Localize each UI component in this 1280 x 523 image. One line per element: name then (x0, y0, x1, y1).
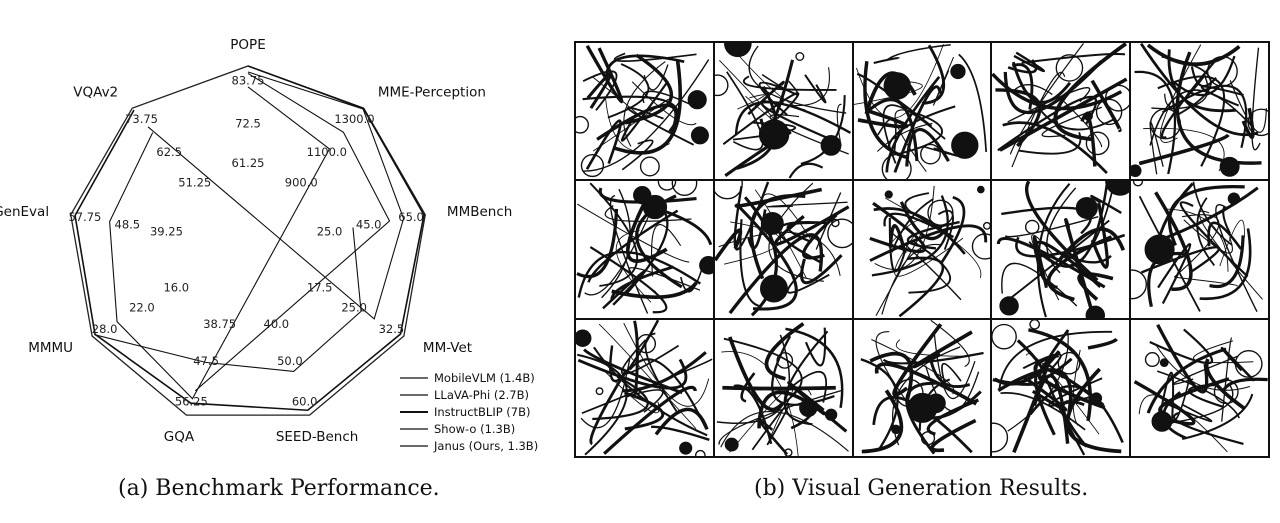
tick-label: 65.0 (398, 210, 424, 224)
series-line (109, 86, 331, 400)
radar-tick-labels: 83.75 1300.0 1100.0 900.0 65.0 45.0 25.0 32.5 25… (68, 73, 423, 408)
tick-label: 62.5 (156, 145, 182, 159)
generated-image-astronaut-portrait (714, 181, 852, 318)
axis-label: GQA (164, 429, 195, 445)
series-line (194, 72, 391, 392)
generated-image-frog-astronaut (1131, 43, 1268, 180)
generated-image-crowd (576, 181, 713, 318)
axis-label: MME-Perception (378, 84, 486, 100)
series-line (147, 71, 405, 320)
tick-label: 56.25 (175, 395, 208, 409)
radar-series (74, 65, 425, 412)
legend-label: LLaVA-Phi (2.7B) (434, 388, 529, 402)
radar-axis-labels: POPE MME-PerceptionMMBenchMM-VetSEED-Benc… (0, 37, 512, 445)
caption-visual-generation-results: (b) Visual Generation Results. (754, 476, 1089, 501)
generated-image-anime-boy (1131, 181, 1268, 318)
legend-label: MobileVLM (1.4B) (434, 371, 535, 385)
tick-label: 1300.0 (334, 112, 374, 126)
axis-label: VQAv2 (73, 84, 118, 100)
series-line (94, 227, 362, 372)
axis-label: MMMU (28, 340, 73, 356)
tick-label: 40.0 (264, 317, 290, 331)
caption-benchmark-performance: (a) Benchmark Performance. (118, 476, 440, 501)
tick-label: 16.0 (163, 280, 189, 294)
generated-image-raccoon (992, 43, 1130, 180)
chart-legend: MobileVLM (1.4B) LLaVA-Phi (2.7B) Instruct… (400, 371, 538, 453)
tick-label: 1100.0 (307, 145, 347, 159)
tick-label: 50.0 (277, 354, 303, 368)
tick-label: 22.0 (129, 300, 155, 314)
generated-image-mountain (853, 43, 991, 180)
tick-label: 39.25 (150, 225, 183, 239)
generated-image-grid (574, 41, 1270, 458)
axis-label: MM-Vet (423, 340, 472, 356)
radar-chart: 83.75 1300.0 1100.0 900.0 65.0 45.0 25.0 32.5 25… (0, 37, 538, 453)
tick-label: 51.25 (178, 176, 211, 190)
tick-label: 57.75 (68, 210, 101, 224)
tick-label: 32.5 (379, 322, 405, 336)
tick-label: 45.0 (356, 218, 382, 232)
generated-image-teacup (714, 319, 852, 456)
series-line (74, 65, 425, 412)
axis-label: MMBench (447, 204, 512, 220)
legend-label: Janus (Ours, 1.3B) (433, 439, 538, 453)
tick-label: 25.0 (317, 225, 343, 239)
generated-image-lake (576, 319, 713, 456)
tick-label: 38.75 (203, 317, 236, 331)
generated-image-flowers (853, 319, 991, 456)
radar-frame (70, 65, 426, 416)
generated-image-car (576, 43, 713, 180)
generated-image-zebra (992, 319, 1130, 456)
tick-label: 60.0 (292, 395, 318, 409)
axis-label: GenEval (0, 204, 49, 220)
generated-image-eye (992, 181, 1130, 318)
generated-image-bubbles (1131, 319, 1268, 456)
tick-label: 17.5 (307, 280, 333, 294)
tick-label: 73.75 (125, 112, 158, 126)
tick-label: 47.5 (193, 354, 219, 368)
legend-label: InstructBLIP (7B) (434, 405, 531, 419)
tick-label: 900.0 (285, 176, 318, 190)
generated-image-brain (714, 43, 852, 180)
radar-grid (70, 65, 426, 416)
tick-label: 72.5 (235, 116, 261, 130)
tick-label: 83.75 (232, 73, 265, 87)
tick-label: 48.5 (115, 218, 141, 232)
axis-label: SEED-Bench (276, 429, 359, 445)
tick-label: 61.25 (232, 156, 265, 170)
tick-label: 25.0 (341, 300, 367, 314)
axis-label: POPE (230, 37, 265, 53)
tick-label: 28.0 (92, 322, 118, 336)
generated-image-face (853, 181, 991, 318)
legend-label: Show-o (1.3B) (434, 422, 515, 436)
